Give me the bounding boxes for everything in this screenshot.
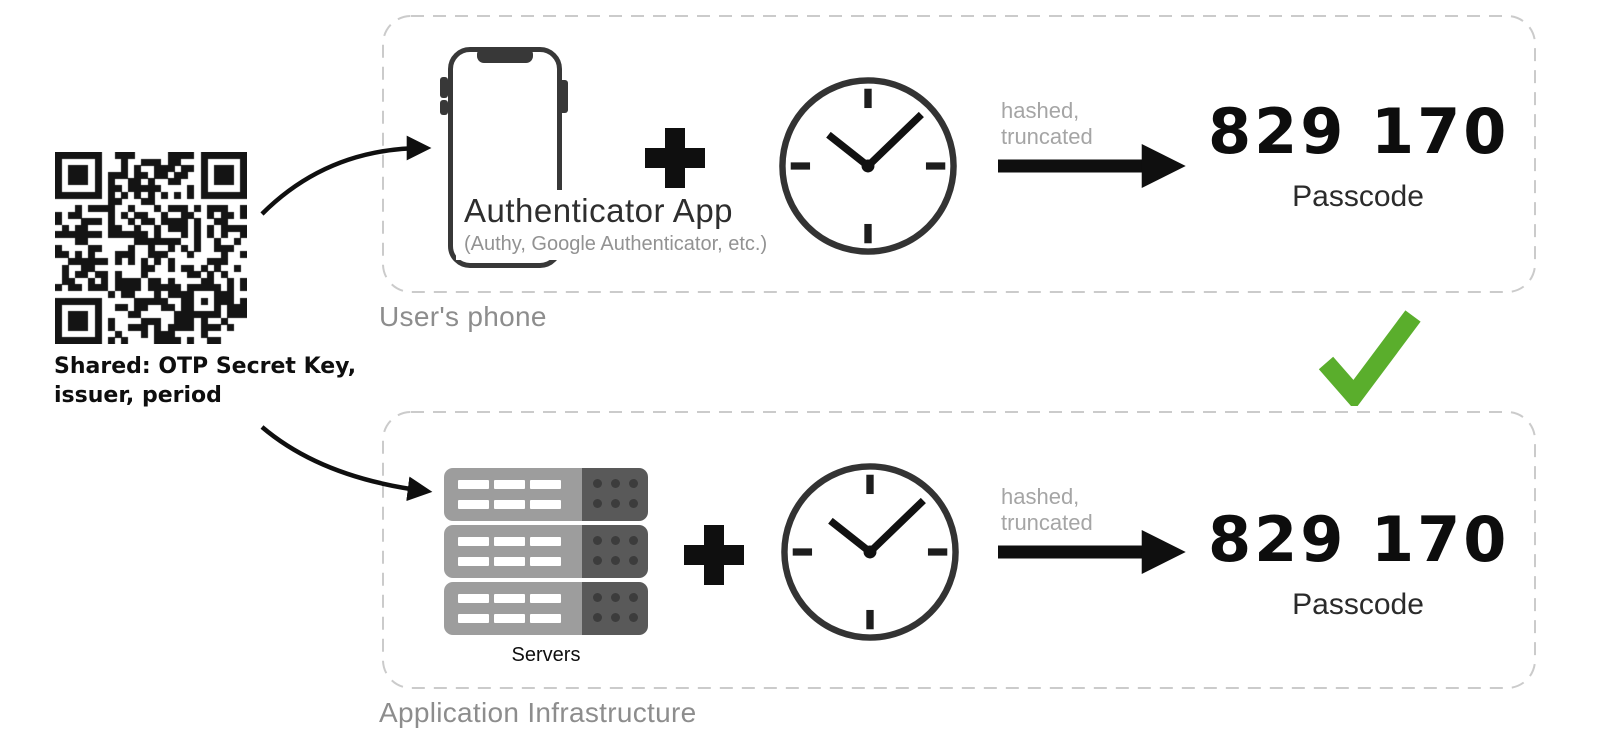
- passcode-label: Passcode: [1292, 588, 1424, 621]
- device-subtitle: (Authy, Google Authenticator, etc.): [464, 233, 768, 255]
- qr-caption-line1: Shared: OTP Secret Key,: [54, 354, 357, 379]
- hash-line1: hashed,: [1001, 484, 1080, 509]
- smartphone-button: [559, 80, 568, 113]
- passcode-label: Passcode: [1292, 180, 1424, 213]
- servers-label: Servers: [511, 644, 581, 666]
- smartphone-notch: [477, 50, 533, 63]
- passcode-value: 829 170: [1208, 503, 1510, 576]
- clock-icon: [781, 463, 959, 641]
- user-phone-box-label: User's phone: [379, 301, 547, 332]
- qr-caption-line2: issuer, period: [54, 383, 222, 408]
- hash-line1: hashed,: [1001, 98, 1080, 123]
- hash-label-top: hashed, truncated: [1001, 98, 1093, 150]
- app-infra-box-label: Application Infrastructure: [379, 697, 697, 728]
- passcode-block-top: 829 170 Passcode: [1208, 95, 1510, 214]
- hash-label-bottom: hashed, truncated: [1001, 484, 1093, 536]
- server-unit: [444, 525, 648, 578]
- hash-line2: truncated: [1001, 124, 1093, 149]
- server-stack-icon: [444, 468, 648, 635]
- passcode-value: 829 170: [1208, 95, 1510, 168]
- smartphone-button: [440, 77, 448, 98]
- plus-icon: [645, 128, 705, 188]
- plus-icon: [684, 525, 744, 585]
- qr-to-servers-arrow-icon: [260, 425, 433, 502]
- authenticator-app-label: Authenticator App (Authy, Google Authent…: [456, 190, 774, 260]
- qr-code: [55, 152, 247, 344]
- qr-caption: Shared: OTP Secret Key, issuer, period: [54, 352, 356, 410]
- check-icon: [1318, 310, 1421, 406]
- passcode-block-bottom: 829 170 Passcode: [1208, 503, 1510, 622]
- server-unit: [444, 582, 648, 635]
- smartphone-button: [440, 100, 448, 115]
- device-title: Authenticator App: [464, 192, 734, 229]
- clock-icon: [779, 77, 957, 255]
- hash-line2: truncated: [1001, 510, 1093, 535]
- qr-to-phone-arrow-icon: [260, 135, 432, 216]
- server-unit: [444, 468, 648, 521]
